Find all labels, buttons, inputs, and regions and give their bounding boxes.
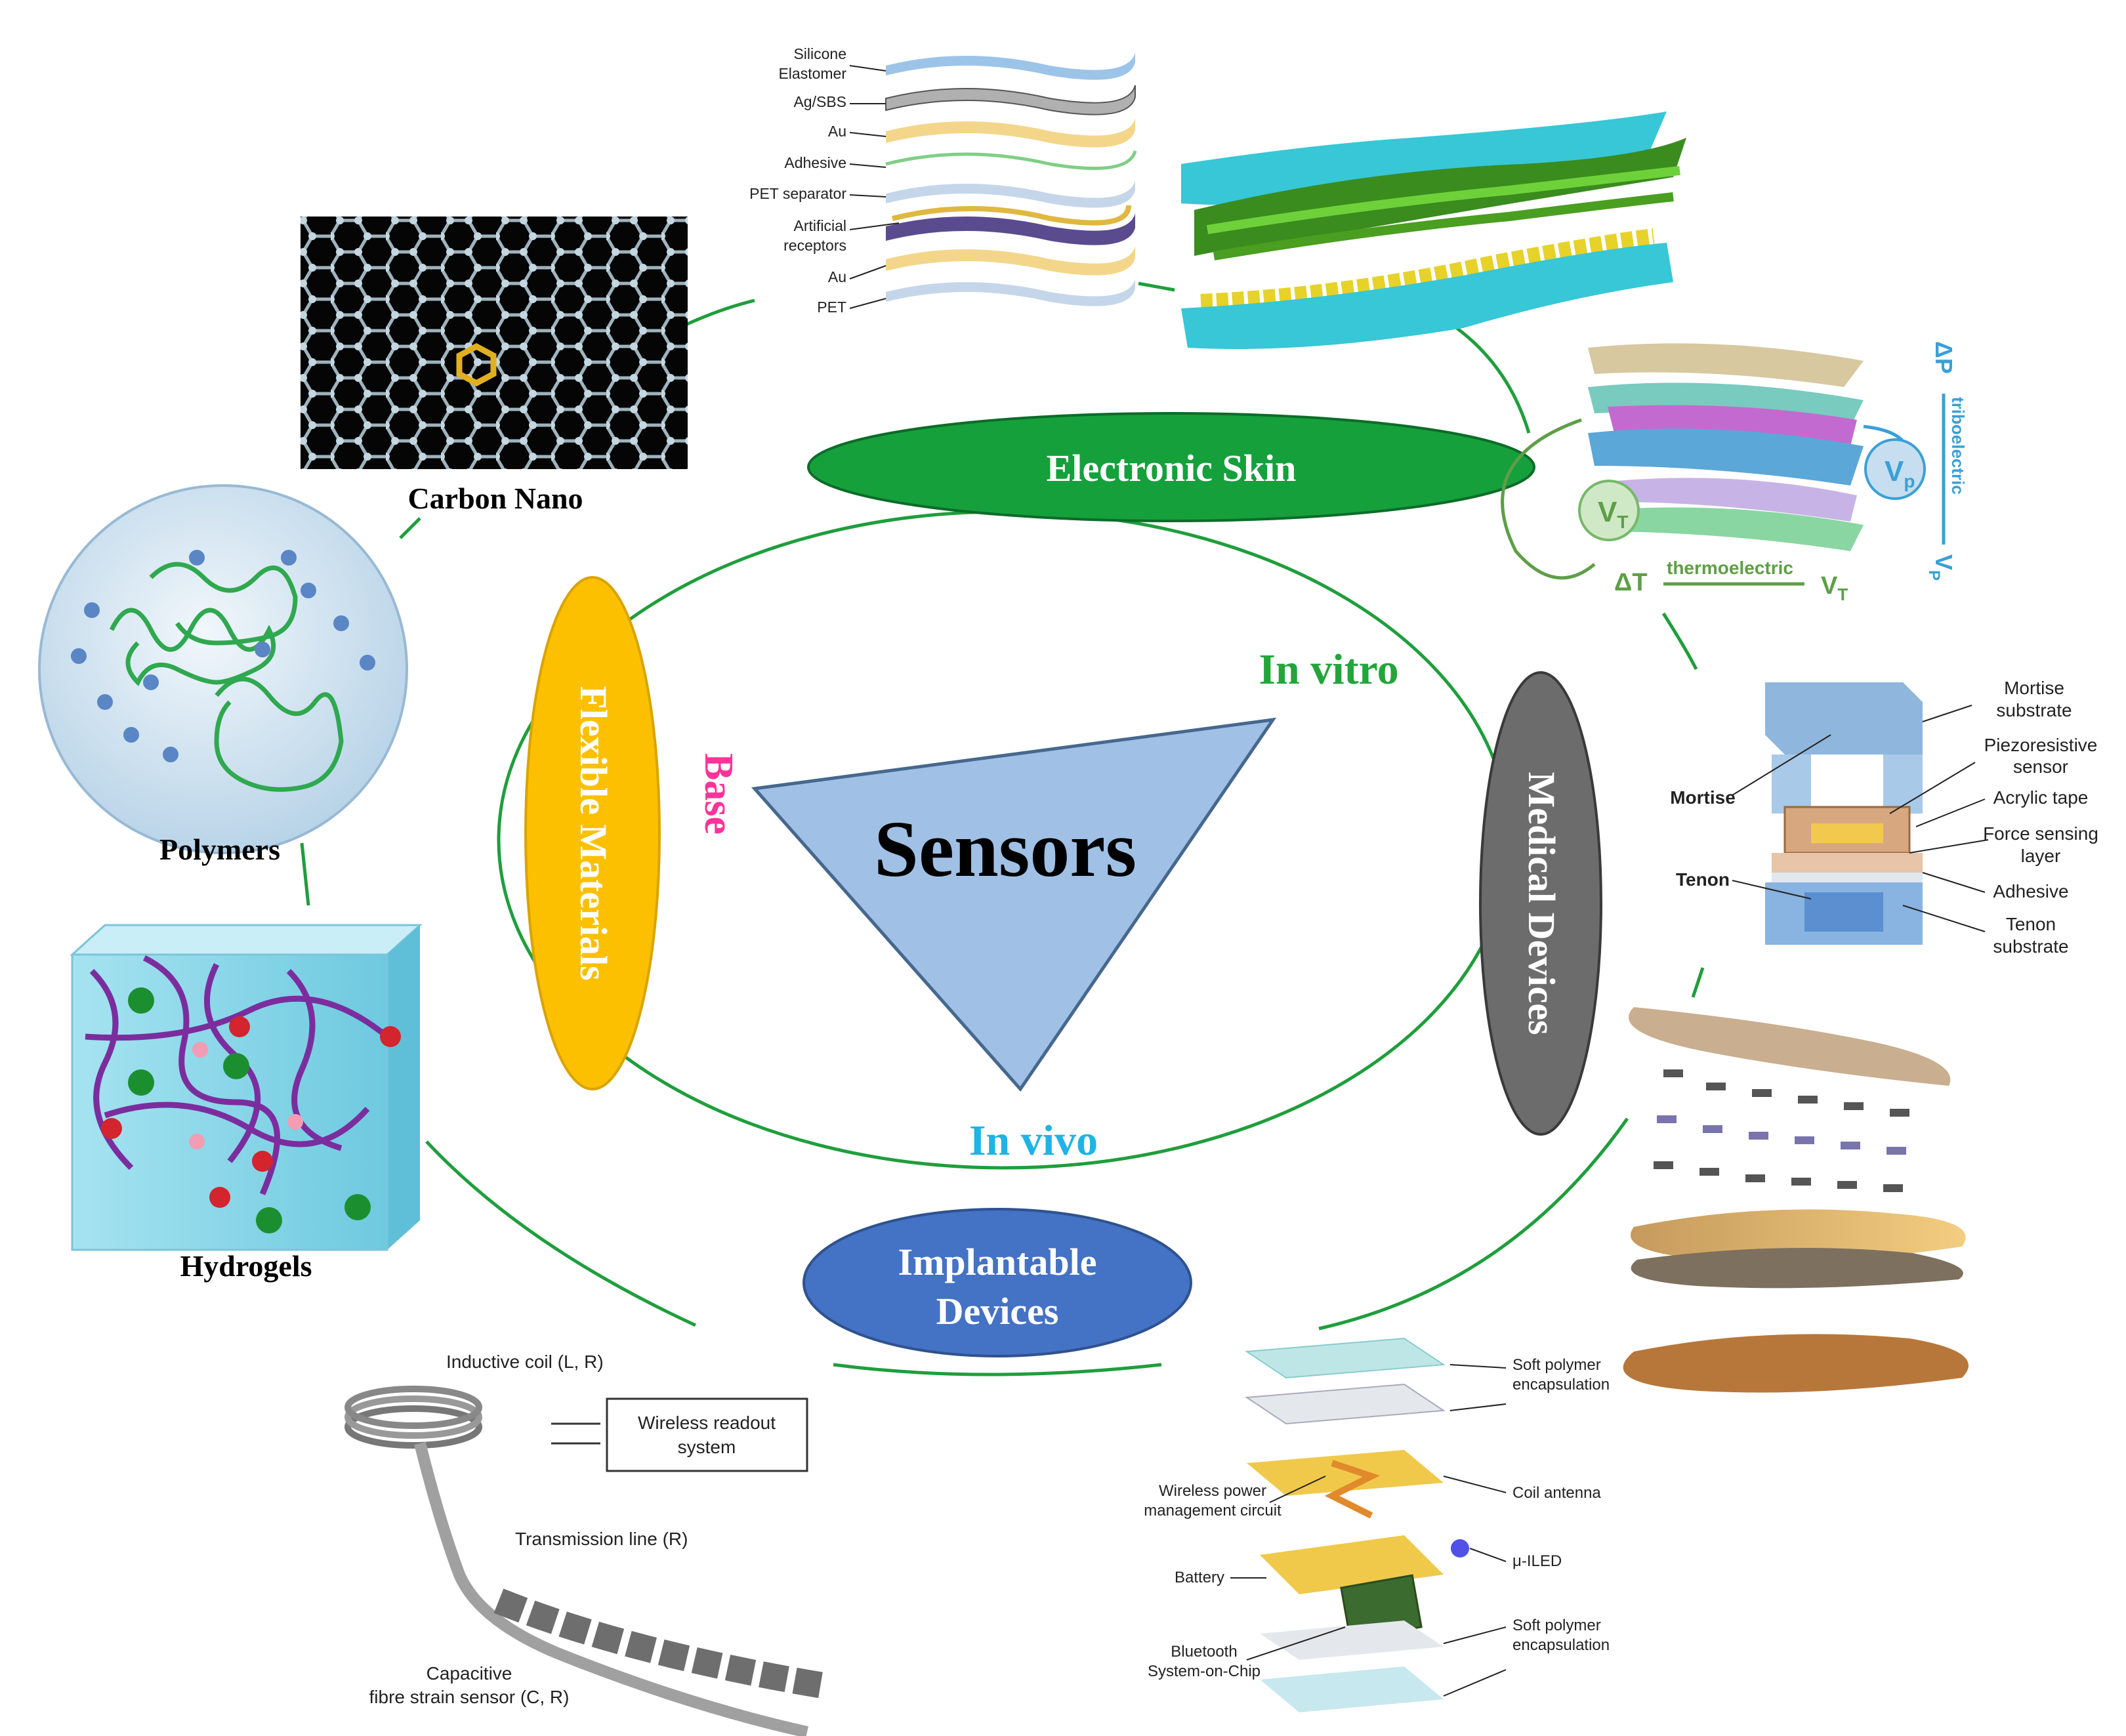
eskin-layer-labels: Silicone Elastomer Ag/SBS Au Adhesive PE…	[749, 45, 846, 316]
fibre-sensor-label-line2: fibre strain sensor (C, R)	[369, 1687, 570, 1707]
force-sensor-label: substrate	[1996, 700, 2072, 720]
vp-label: VP	[1925, 554, 1957, 581]
implant-right-label: Soft polymer	[1512, 1356, 1601, 1374]
in-vitro-label: In vitro	[1259, 646, 1398, 693]
force-sensor-label: sensor	[2013, 756, 2068, 777]
force-sensor-label: Adhesive	[1993, 881, 2068, 901]
eskin-layer-label: PET separator	[749, 185, 846, 202]
delta-p-label: ΔP	[1930, 341, 1957, 374]
dual-mode-sensor-labels: VT Vp ΔP triboelectric VP ΔT thermoelect…	[1598, 341, 1968, 604]
force-sensor-label: Tenon	[2006, 914, 2056, 934]
vt-label: VT	[1821, 572, 1848, 604]
implant-right-label: Coil antenna	[1512, 1484, 1601, 1502]
delta-t-label: ΔT	[1614, 569, 1648, 596]
implant-leader-lines	[1230, 1364, 1507, 1697]
implant-right-label: encapsulation	[1512, 1636, 1610, 1654]
implant-left-label: Bluetooth	[1171, 1643, 1237, 1661]
implant-stack-labels: Soft polymer encapsulation Coil antenna …	[1144, 1356, 1610, 1680]
eskin-layer-label: receptors	[783, 237, 846, 254]
medical-devices-node: Medical Devices	[1479, 671, 1602, 1136]
thermoelectric-label: thermoelectric	[1667, 558, 1793, 578]
eskin-layer-label: Au	[828, 268, 846, 285]
mortise-left-label: Mortise	[1670, 787, 1736, 808]
fibre-sensor-labels: Inductive coil (L, R) Wireless readout s…	[369, 1352, 776, 1707]
base-label: Base	[696, 753, 741, 835]
flexible-materials-node: Flexible Materials	[524, 576, 661, 1090]
implant-left-label: management circuit	[1144, 1502, 1282, 1519]
implant-right-label: Soft polymer	[1512, 1617, 1601, 1634]
electronic-skin-label: Electronic Skin	[1047, 447, 1297, 489]
eskin-layer-stack	[885, 52, 1137, 306]
implantable-label-line1: Implantable	[898, 1241, 1097, 1283]
force-sensor-leader-lines	[1732, 705, 1989, 932]
implantable-label-line2: Devices	[936, 1290, 1059, 1333]
fibre-sensor-label-line1: Capacitive	[427, 1663, 512, 1684]
force-sensor-label: Piezoresistive	[1984, 735, 2098, 755]
medical-devices-label: Medical Devices	[1520, 772, 1563, 1035]
nanowire-sandwich-image	[1181, 112, 1686, 349]
vp-bubble-label: Vp	[1885, 455, 1915, 491]
eskin-layer-label: Artificial	[793, 217, 846, 234]
hydrogels-image	[70, 924, 423, 1251]
force-sensor-labels: Mortise substrate Piezoresistive sensor …	[1670, 678, 2098, 957]
implant-right-label: μ-ILED	[1512, 1552, 1562, 1570]
eskin-layer-label: Elastomer	[778, 65, 846, 82]
polymers-label: Polymers	[159, 833, 280, 866]
smart-insole-image	[1623, 1007, 1969, 1393]
force-sensor-label: substrate	[1993, 936, 2068, 957]
inductive-coil-label: Inductive coil (L, R)	[446, 1352, 604, 1372]
carbon-nano-label: Carbon Nano	[407, 482, 583, 515]
force-sensor-label: Mortise	[2004, 678, 2064, 698]
eskin-layer-label: Silicone	[793, 45, 846, 62]
vt-bubble-label: VT	[1598, 496, 1628, 532]
readout-label-line1: Wireless readout	[638, 1413, 776, 1433]
force-sensor-image	[1765, 682, 1923, 945]
fibre-sensor-image	[344, 1386, 829, 1736]
outer-connector-lines	[300, 281, 1705, 1376]
sensors-title: Sensors	[874, 805, 1136, 894]
force-sensor-label: Acrylic tape	[1993, 787, 2089, 808]
implant-left-label: Wireless power	[1159, 1482, 1266, 1500]
polymers-image	[38, 484, 408, 854]
eskin-leader-lines	[849, 65, 900, 309]
eskin-layer-label: Adhesive	[784, 154, 846, 171]
in-vivo-label: In vivo	[969, 1117, 1098, 1165]
triboelectric-label: triboelectric	[1948, 397, 1968, 495]
force-sensor-label: layer	[2021, 846, 2061, 866]
eskin-layer-label: Au	[828, 123, 846, 140]
force-sensor-label: Force sensing	[1983, 823, 2098, 844]
flexible-materials-label: Flexible Materials	[572, 686, 615, 980]
carbon-nano-image	[301, 217, 688, 469]
readout-label-line2: system	[678, 1437, 736, 1457]
implant-right-label: encapsulation	[1512, 1376, 1610, 1394]
transmission-line-label: Transmission line (R)	[515, 1529, 688, 1549]
electronic-skin-node: Electronic Skin	[807, 412, 1535, 522]
implant-stack-image	[1245, 1337, 1469, 1712]
implant-left-label: System-on-Chip	[1148, 1663, 1261, 1680]
dual-mode-sensor-image	[1501, 343, 1926, 580]
eskin-layer-label: PET	[817, 299, 846, 316]
hydrogels-label: Hydrogels	[180, 1249, 312, 1283]
implant-left-label: Battery	[1175, 1569, 1224, 1586]
eskin-layer-label: Ag/SBS	[793, 93, 846, 110]
tenon-left-label: Tenon	[1676, 869, 1730, 890]
sensor-triangle	[751, 717, 1277, 1092]
implantable-devices-node: Implantable Devices	[802, 1208, 1192, 1357]
